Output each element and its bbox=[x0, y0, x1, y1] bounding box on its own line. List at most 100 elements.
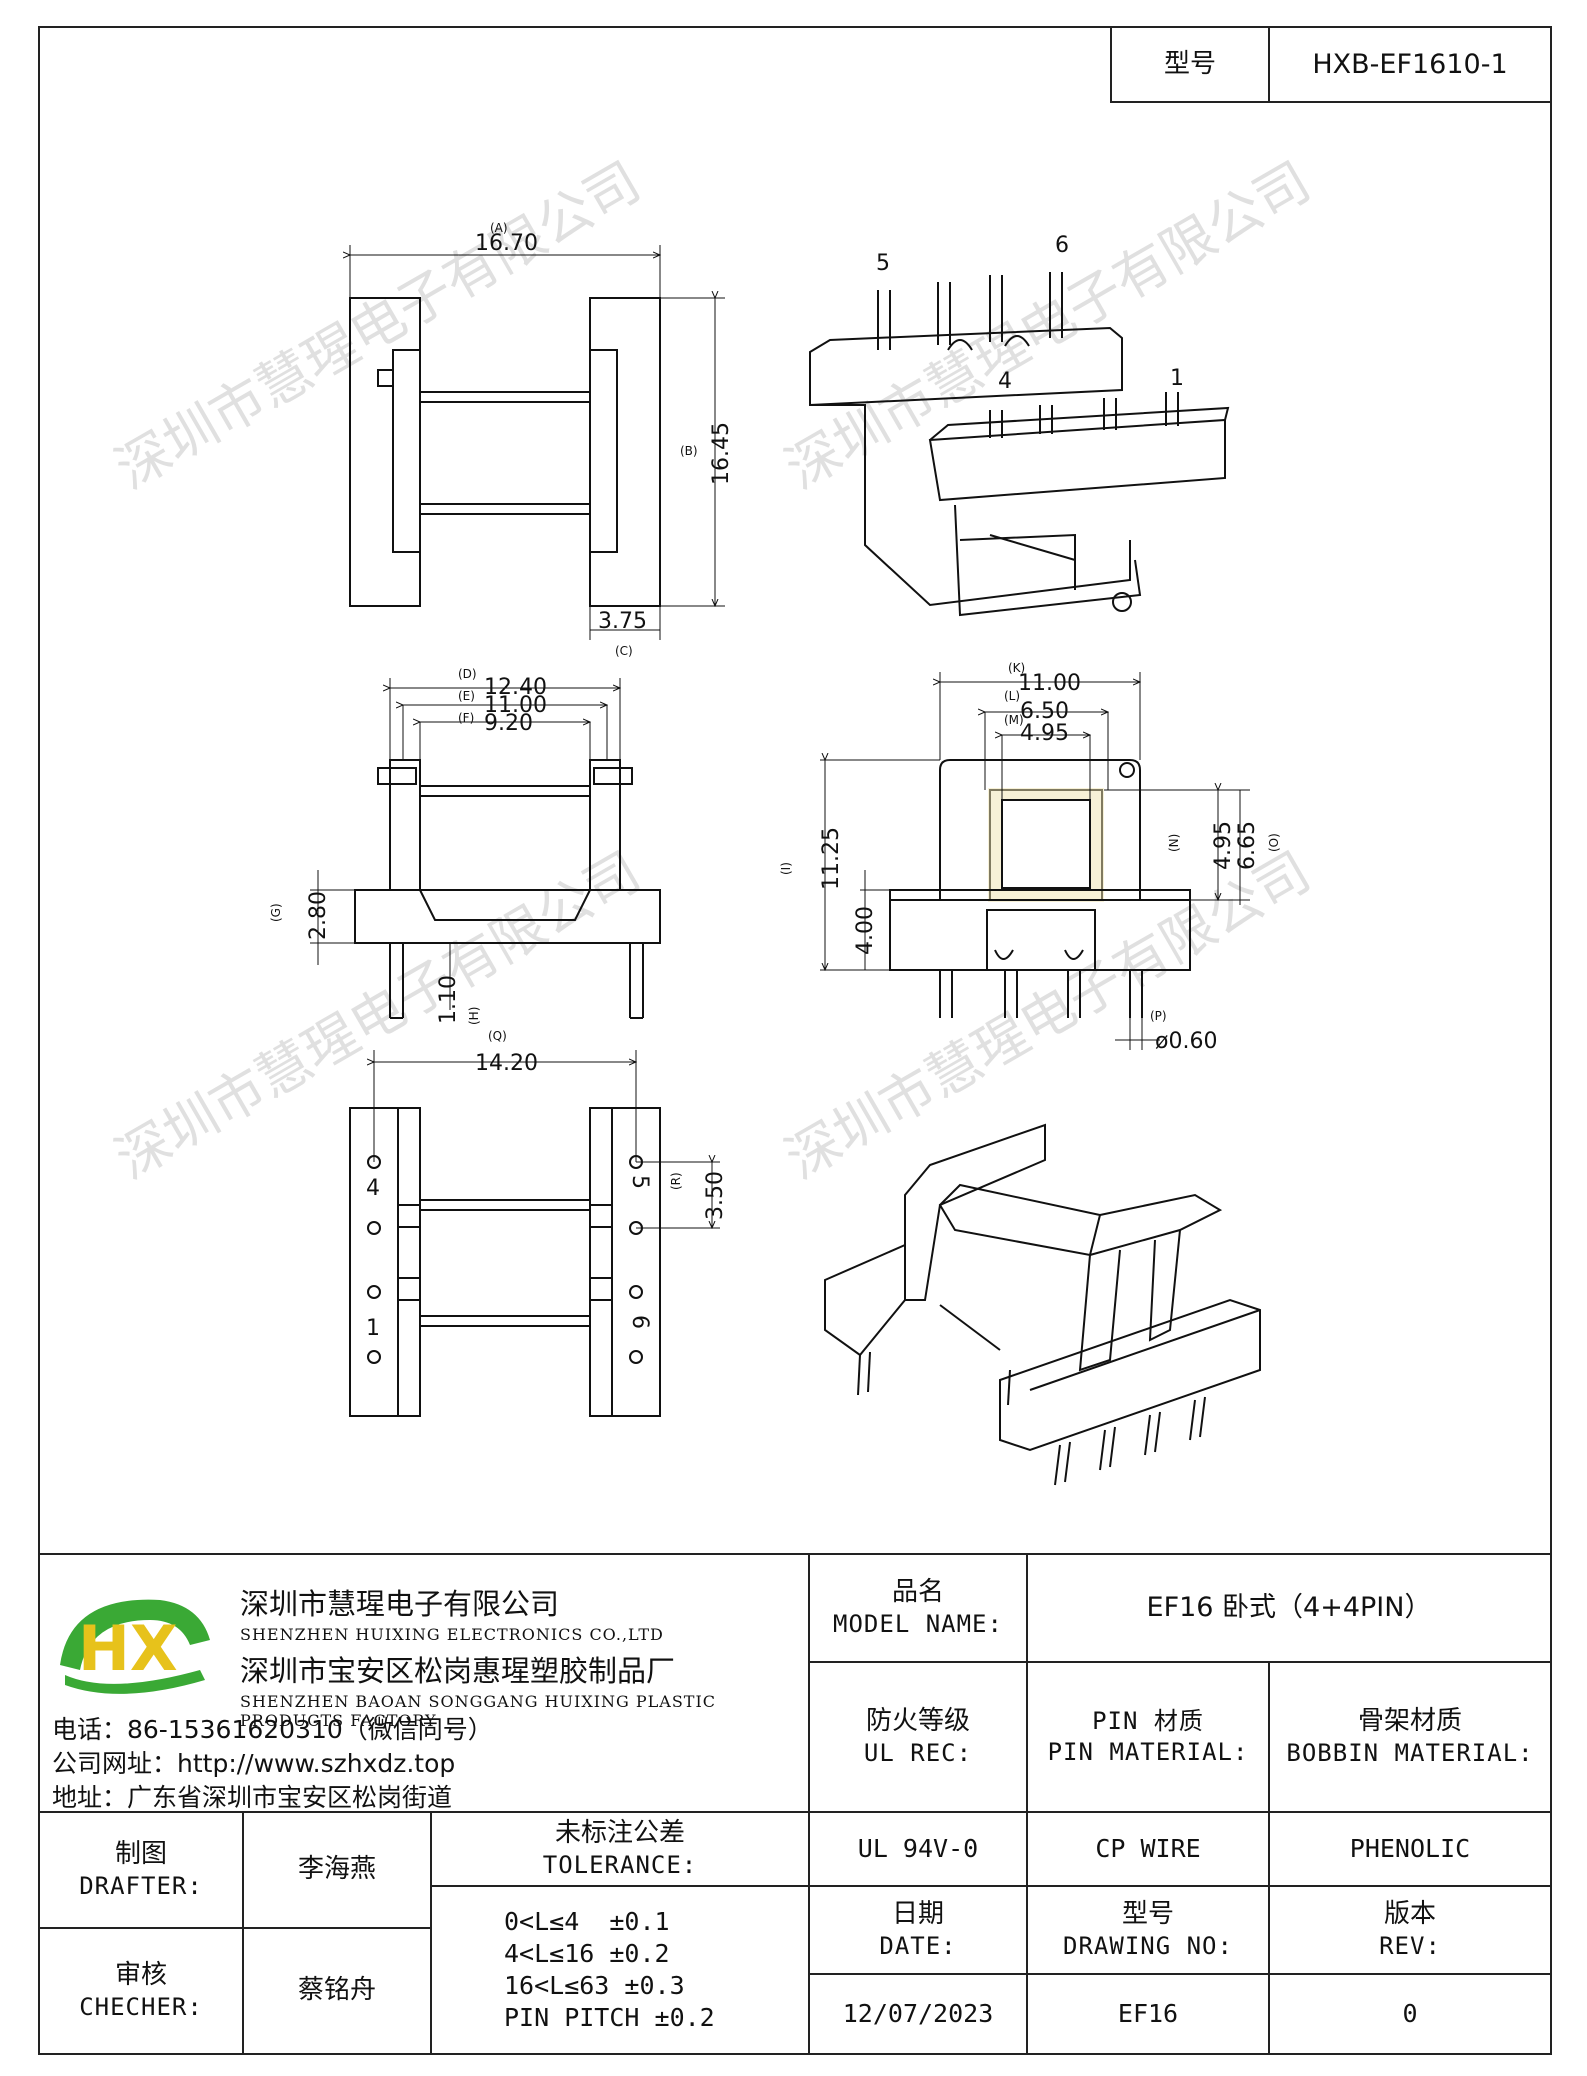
ul-label-en: UL REC: bbox=[863, 1739, 973, 1768]
dim-m: 4.95 bbox=[1020, 721, 1069, 746]
ul-value: UL 94V-0 bbox=[857, 1833, 979, 1863]
company-address: 地址：广东省深圳市宝安区松岗街道 bbox=[52, 1783, 453, 1812]
dim-r: 3.50 bbox=[703, 1171, 728, 1220]
tolerance-label-en: TOLERANCE: bbox=[542, 1851, 698, 1880]
drafter-value: 李海燕 bbox=[297, 1854, 376, 1885]
ref-d: (D) bbox=[458, 667, 477, 681]
iso-pin-5: 5 bbox=[876, 251, 890, 276]
drawing-no-value-cell: EF16 bbox=[1026, 1973, 1270, 2055]
checker-label-cn: 审核 bbox=[114, 1959, 167, 1990]
dim-p: ø0.60 bbox=[1155, 1029, 1217, 1054]
model-name-value: EF16 卧式（4+4PIN） bbox=[1146, 1592, 1432, 1624]
watermark-text: 深圳市慧瑆电子有限公司 bbox=[105, 150, 651, 502]
pin-material-label-cell: PIN 材质 PIN MATERIAL: bbox=[1026, 1661, 1270, 1813]
model-label: 型号 bbox=[1163, 48, 1216, 79]
watermark-text: 深圳市慧瑆电子有限公司 bbox=[105, 840, 651, 1192]
model-name-label-en: MODEL NAME: bbox=[833, 1610, 1003, 1639]
model-name-label-cell: 品名 MODEL NAME: bbox=[808, 1553, 1028, 1663]
bottom-view bbox=[349, 1050, 720, 1417]
ref-c: (C) bbox=[615, 644, 633, 658]
dim-b: 16.45 bbox=[709, 422, 734, 485]
watermarks: 深圳市慧瑆电子有限公司 深圳市慧瑆电子有限公司 深圳市慧瑆电子有限公司 深圳市慧… bbox=[105, 150, 1321, 1192]
drawing-no-label-cell: 型号 DRAWING NO: bbox=[1026, 1885, 1270, 1975]
dim-o: 6.65 bbox=[1235, 821, 1260, 870]
dim-h: 1.10 bbox=[436, 975, 461, 1024]
company-name-cn: 深圳市慧瑆电子有限公司 bbox=[240, 1587, 560, 1621]
ref-q: (Q) bbox=[488, 1029, 507, 1043]
iso-pin-1: 1 bbox=[1170, 366, 1184, 391]
date-value-cell: 12/07/2023 bbox=[808, 1973, 1028, 2055]
ul-label-cn: 防火等级 bbox=[865, 1705, 970, 1736]
tolerance-line: 4<L≤16 ±0.2 bbox=[504, 1939, 670, 1968]
factory-name-cn: 深圳市宝安区松岗惠瑆塑胶制品厂 bbox=[240, 1654, 676, 1688]
pin-label-6: 6 bbox=[627, 1315, 652, 1329]
ref-r: (R) bbox=[669, 1172, 683, 1190]
checker-label-en: CHECHER: bbox=[79, 1993, 203, 2022]
company-logo-icon: HX bbox=[60, 1599, 210, 1694]
bobbin-material-value: PHENOLIC bbox=[1349, 1833, 1471, 1863]
date-label-en: DATE: bbox=[879, 1932, 957, 1961]
watermark-text: 深圳市慧瑆电子有限公司 bbox=[775, 150, 1321, 502]
dim-l: 6.50 bbox=[1020, 699, 1069, 724]
drafter-value-cell: 李海燕 bbox=[242, 1811, 432, 1929]
rev-label-en: REV: bbox=[1379, 1932, 1441, 1961]
date-label-cell: 日期 DATE: bbox=[808, 1885, 1028, 1975]
dim-d: 12.40 bbox=[484, 675, 547, 700]
ref-m: (M) bbox=[1004, 713, 1024, 727]
ref-f: (F) bbox=[458, 711, 474, 725]
iso-pin-4: 4 bbox=[998, 369, 1012, 394]
drawing-no-value: EF16 bbox=[1117, 1998, 1179, 2028]
bobbin-material-label-cell: 骨架材质 BOBBIN MATERIAL: bbox=[1268, 1661, 1552, 1813]
rev-label-cn: 版本 bbox=[1383, 1898, 1436, 1929]
ref-o: (O) bbox=[1267, 833, 1281, 852]
tolerance-line: 16<L≤63 ±0.3 bbox=[504, 1971, 685, 2000]
pin-material-value-cell: CP WIRE bbox=[1026, 1811, 1270, 1887]
ref-i: (I) bbox=[779, 862, 793, 875]
isometric-bottom-view bbox=[824, 1123, 1261, 1486]
model-value-cell: HXB-EF1610-1 bbox=[1268, 26, 1552, 103]
company-phone: 电话：86-15361620310（微信同号） bbox=[52, 1715, 493, 1744]
pin-material-label-en: PIN MATERIAL: bbox=[1047, 1738, 1249, 1766]
dim-c: 3.75 bbox=[598, 609, 647, 634]
checker-value: 蔡铭舟 bbox=[297, 1975, 376, 2006]
pin-material-label-cn: PIN 材质 bbox=[1092, 1706, 1204, 1735]
dim-j: 4.00 bbox=[853, 906, 878, 955]
ref-k: (K) bbox=[1008, 661, 1025, 675]
company-name-en: SHENZHEN HUIXING ELECTRONICS CO.,LTD bbox=[240, 1625, 664, 1644]
date-label-cn: 日期 bbox=[891, 1898, 944, 1929]
drafter-label-cell: 制图 DRAFTER: bbox=[38, 1811, 244, 1929]
logo-text: HX bbox=[78, 1612, 178, 1685]
dim-i: 11.25 bbox=[819, 827, 844, 890]
rev-label-cell: 版本 REV: bbox=[1268, 1885, 1552, 1975]
technical-drawing: 深圳市慧瑆电子有限公司 深圳市慧瑆电子有限公司 深圳市慧瑆电子有限公司 深圳市慧… bbox=[105, 150, 1321, 1486]
dim-f: 9.20 bbox=[484, 711, 533, 736]
bobbin-material-value-cell: PHENOLIC bbox=[1268, 1811, 1552, 1887]
pin-material-value: CP WIRE bbox=[1095, 1833, 1201, 1863]
bobbin-material-label-cn: 骨架材质 bbox=[1357, 1705, 1462, 1736]
rev-value-cell: 0 bbox=[1268, 1973, 1552, 2055]
checker-label-cell: 审核 CHECHER: bbox=[38, 1927, 244, 2055]
ref-l: (L) bbox=[1004, 689, 1020, 703]
ref-h: (H) bbox=[467, 1007, 481, 1025]
dim-e: 11.00 bbox=[484, 693, 547, 718]
ref-a: (A) bbox=[490, 221, 508, 235]
ul-label-cell: 防火等级 UL REC: bbox=[808, 1661, 1028, 1813]
iso-pin-6: 6 bbox=[1055, 233, 1069, 258]
dim-k: 11.00 bbox=[1018, 671, 1081, 696]
model-name-value-cell: EF16 卧式（4+4PIN） bbox=[1026, 1553, 1552, 1663]
company-website: 公司网址：http://www.szhxdz.top bbox=[52, 1749, 456, 1778]
ref-g: (G) bbox=[269, 903, 283, 922]
ref-e: (E) bbox=[458, 689, 475, 703]
pin-label-4: 4 bbox=[366, 1176, 380, 1201]
tolerance-values-cell: 0<L≤4 ±0.1 4<L≤16 ±0.2 16<L≤63 ±0.3 PIN … bbox=[430, 1885, 810, 2055]
drawing-no-label-en: DRAWING NO: bbox=[1063, 1932, 1233, 1961]
dim-q: 14.20 bbox=[475, 1051, 538, 1076]
drafter-label-cn: 制图 bbox=[114, 1838, 167, 1869]
tolerance-label-cn: 未标注公差 bbox=[554, 1817, 685, 1848]
dimension-labels: (A) 16.70 (B) 16.45 3.75 (C) (D) 12.40 (… bbox=[269, 221, 1281, 1341]
drafter-label-en: DRAFTER: bbox=[79, 1872, 203, 1901]
checker-value-cell: 蔡铭舟 bbox=[242, 1927, 432, 2055]
model-value: HXB-EF1610-1 bbox=[1312, 48, 1508, 80]
top-view bbox=[350, 245, 725, 640]
ref-p: (P) bbox=[1150, 1009, 1167, 1023]
